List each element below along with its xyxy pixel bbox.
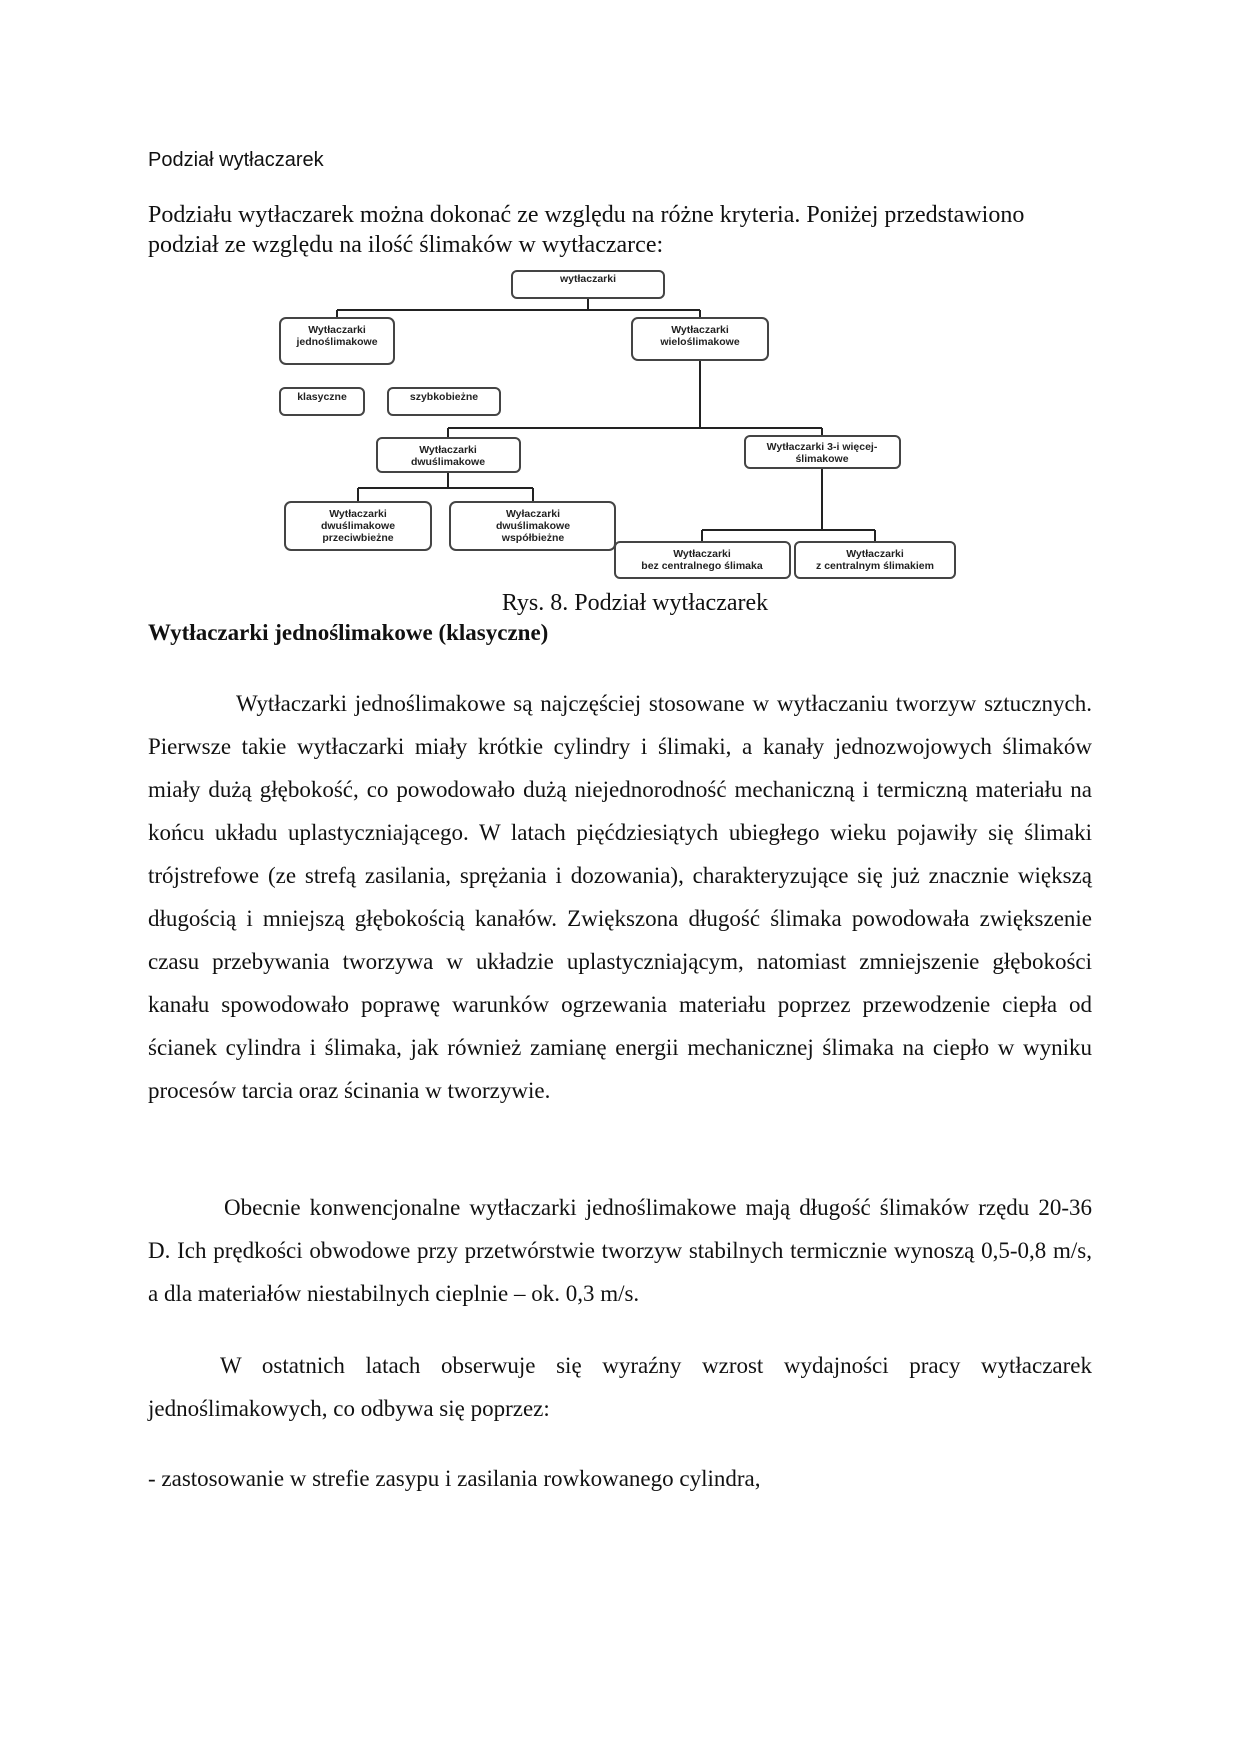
node-three-plus-screw: Wytłaczarki 3-i więcej- ślimakowe	[744, 435, 901, 469]
node-twin-screw-line1: Wytłaczarki	[419, 444, 477, 456]
node-high-speed-label: szybkobieżne	[410, 391, 478, 403]
node-multi-screw-line1: Wytłaczarki	[671, 324, 729, 336]
node-co-rotating-line3: współbieżne	[501, 532, 565, 544]
node-single-screw: Wytłaczarki jednoślimakowe	[279, 317, 395, 365]
diagram-connectors	[336, 298, 876, 542]
node-co-rotating-line2: dwuślimakowe	[496, 520, 570, 532]
node-multi-screw: Wytłaczarki wieloślimakowe	[631, 317, 769, 361]
intro-paragraph: Podziału wytłaczarek można dokonać ze wz…	[148, 202, 1025, 258]
node-twin-screw-line2: dwuślimakowe	[411, 456, 485, 468]
section-heading: Wytłaczarki jednoślimakowe (klasyczne)	[148, 620, 549, 645]
node-root-label: wytłaczarki	[559, 273, 616, 285]
paragraph-efficiency: W ostatnich latach obserwuje się wyraźny…	[148, 1353, 1092, 1421]
node-single-screw-line2: jednoślimakowe	[295, 336, 377, 348]
document-title: Podział wytłaczarek	[148, 149, 324, 171]
paragraph-history: Wytłaczarki jednoślimakowe są najczęście…	[148, 691, 1092, 1103]
node-with-central-line1: Wytłaczarki	[846, 548, 904, 560]
bullet-item: - zastosowanie w strefie zasypu i zasila…	[148, 1466, 761, 1491]
node-twin-screw: Wytłaczarki dwuślimakowe	[376, 437, 521, 473]
node-without-central-line2: bez centralnego ślimaka	[641, 560, 763, 572]
figure-caption: Rys. 8. Podział wytłaczarek	[501, 590, 769, 616]
node-three-plus-line1: Wytłaczarki 3-i więcej-	[767, 441, 878, 453]
node-counter-rotating-line2: dwuślimakowe	[321, 520, 395, 532]
node-co-rotating-line1: Wyłaczarki	[506, 508, 560, 520]
node-with-central-line2: z centralnym ślimakiem	[816, 560, 934, 572]
node-counter-rotating-line3: przeciwbieżne	[322, 532, 393, 544]
extruder-classification-diagram: wytłaczarki Wytłaczarki jednoślimakowe W…	[279, 270, 956, 579]
node-root: wytłaczarki	[511, 270, 665, 299]
node-three-plus-line2: ślimakowe	[795, 453, 848, 465]
node-counter-rotating: Wytłaczarki dwuślimakowe przeciwbieżne	[284, 501, 432, 551]
node-classic: klasyczne	[279, 387, 365, 416]
node-classic-label: klasyczne	[297, 391, 347, 403]
node-co-rotating: Wyłaczarki dwuślimakowe współbieżne	[449, 501, 616, 551]
node-single-screw-line1: Wytłaczarki	[308, 324, 366, 336]
node-without-central-line1: Wytłaczarki	[673, 548, 731, 560]
node-multi-screw-line2: wieloślimakowe	[659, 336, 740, 348]
node-with-central-screw: Wytłaczarki z centralnym ślimakiem	[794, 541, 956, 579]
paragraph-current-specs: Obecnie konwencjonalne wytłaczarki jedno…	[148, 1195, 1092, 1306]
node-counter-rotating-line1: Wytłaczarki	[329, 508, 387, 520]
node-without-central-screw: Wytłaczarki bez centralnego ślimaka	[614, 541, 791, 579]
node-high-speed: szybkobieżne	[387, 387, 501, 416]
